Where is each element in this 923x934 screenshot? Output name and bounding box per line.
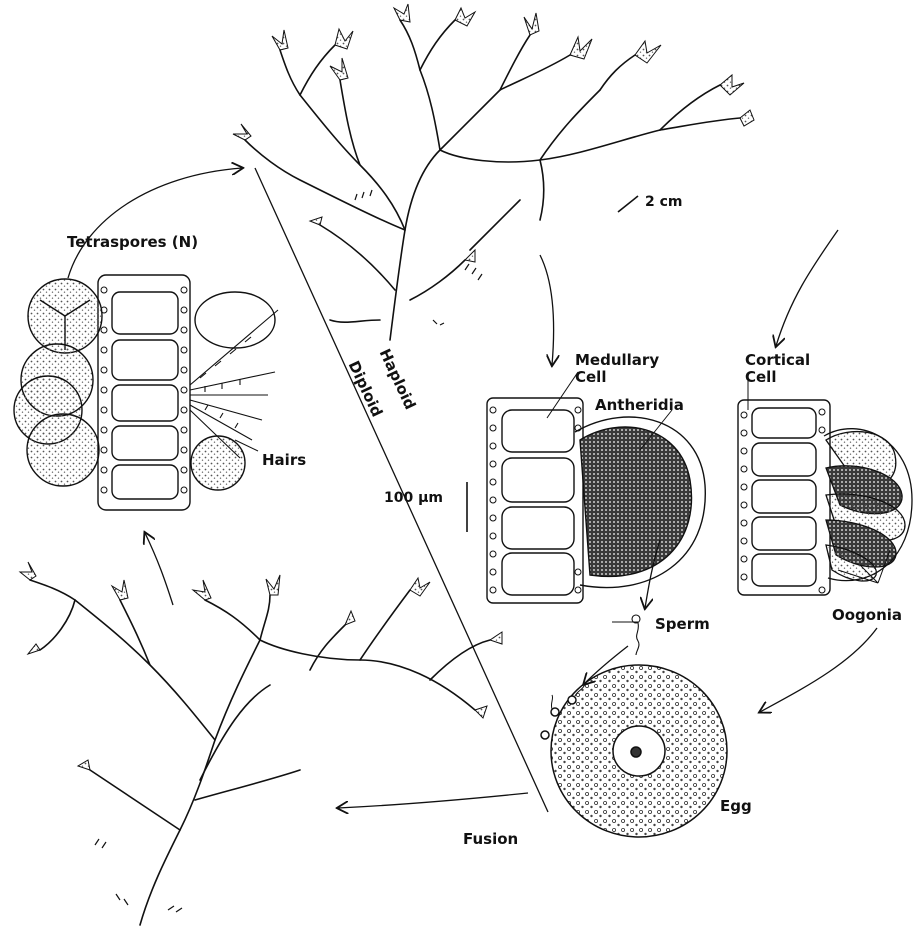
label-hairs: Hairs bbox=[262, 452, 306, 469]
antheridia bbox=[575, 417, 705, 587]
arrow-to-male bbox=[540, 255, 554, 365]
label-cortical-cell: Cortical Cell bbox=[745, 352, 810, 385]
lower-thallus bbox=[30, 580, 490, 925]
arrow-sporophyte-to-tetraspores bbox=[145, 533, 173, 605]
female-filament bbox=[738, 400, 830, 595]
label-tetraspores: Tetraspores (N) bbox=[67, 234, 198, 251]
label-fusion: Fusion bbox=[463, 831, 518, 848]
label-medullary-cell: Medullary Cell bbox=[575, 352, 659, 385]
upper-thallus-tips bbox=[233, 4, 754, 262]
upper-thallus bbox=[245, 20, 740, 340]
label-sperm: Sperm bbox=[655, 616, 710, 633]
arrow-egg-to-sporophyte bbox=[338, 793, 528, 808]
arrow-tetraspores-to-gametophyte bbox=[68, 168, 242, 278]
lower-thallus-tips bbox=[20, 562, 502, 770]
egg bbox=[541, 665, 727, 837]
arrow-to-female bbox=[776, 230, 838, 346]
oogonia bbox=[824, 429, 912, 581]
tetrasporangium-filament bbox=[98, 275, 190, 510]
label-antheridia: Antheridia bbox=[595, 397, 684, 414]
male-filament bbox=[487, 398, 583, 603]
lower-thallus-hooks bbox=[95, 839, 182, 912]
label-egg: Egg bbox=[720, 798, 752, 815]
sperm bbox=[632, 615, 640, 655]
upper-thallus-hooks bbox=[355, 190, 482, 325]
label-thallus-scale: 2 cm bbox=[645, 194, 683, 210]
thallus-scale-bar bbox=[618, 196, 638, 212]
label-oogonia: Oogonia bbox=[832, 607, 902, 624]
label-cell-scale: 100 µm bbox=[384, 490, 443, 506]
arrow-oogonia-to-egg bbox=[760, 628, 877, 712]
